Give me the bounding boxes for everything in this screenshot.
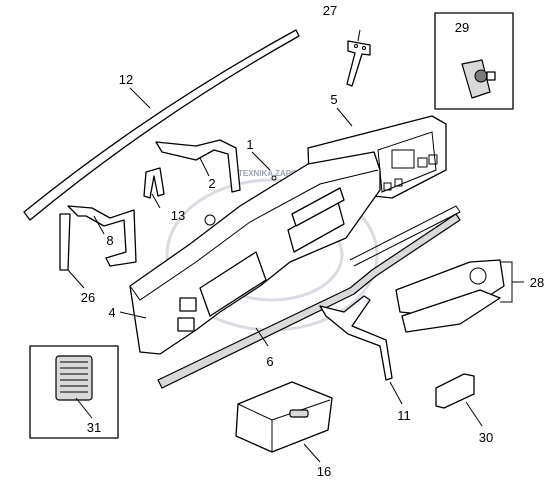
watermark-text: TEXNIKA ZAPCHASTI (238, 169, 321, 178)
callout-labels: 12 5 1 2 13 8 26 4 6 11 16 30 27 29 28 3… (81, 3, 544, 479)
callout-8: 8 (106, 233, 113, 248)
callout-5: 5 (330, 92, 337, 107)
callout-29: 29 (455, 20, 469, 35)
lower-rail-edge (349, 205, 461, 267)
bracket-8 (59, 205, 137, 271)
callout-1: 1 (246, 137, 253, 152)
callout-13: 13 (171, 208, 185, 223)
callout-16: 16 (317, 464, 331, 479)
storage-box-16 (235, 381, 333, 453)
callout-28: 28 (530, 275, 544, 290)
lower-rail-6 (157, 213, 461, 389)
callout-31: 31 (87, 420, 101, 435)
trim-strip-12 (23, 29, 300, 221)
switch-29 (434, 12, 514, 110)
bracket-11 (319, 295, 393, 381)
leader-lines (67, 29, 524, 463)
bracket-2 (155, 139, 241, 193)
vent-31 (29, 345, 119, 439)
bracket-13 (143, 167, 165, 199)
callout-6: 6 (266, 354, 273, 369)
callout-12: 12 (119, 72, 133, 87)
callout-27: 27 (323, 3, 337, 18)
callout-4: 4 (108, 305, 115, 320)
dashboard-1 (129, 151, 381, 355)
callout-11: 11 (397, 408, 411, 423)
callout-26: 26 (81, 290, 95, 305)
callout-30: 30 (479, 430, 493, 445)
callout-2: 2 (208, 176, 215, 191)
cover-plate-30 (435, 373, 475, 409)
bracket-27 (346, 40, 371, 87)
side-console-28 (395, 259, 505, 333)
